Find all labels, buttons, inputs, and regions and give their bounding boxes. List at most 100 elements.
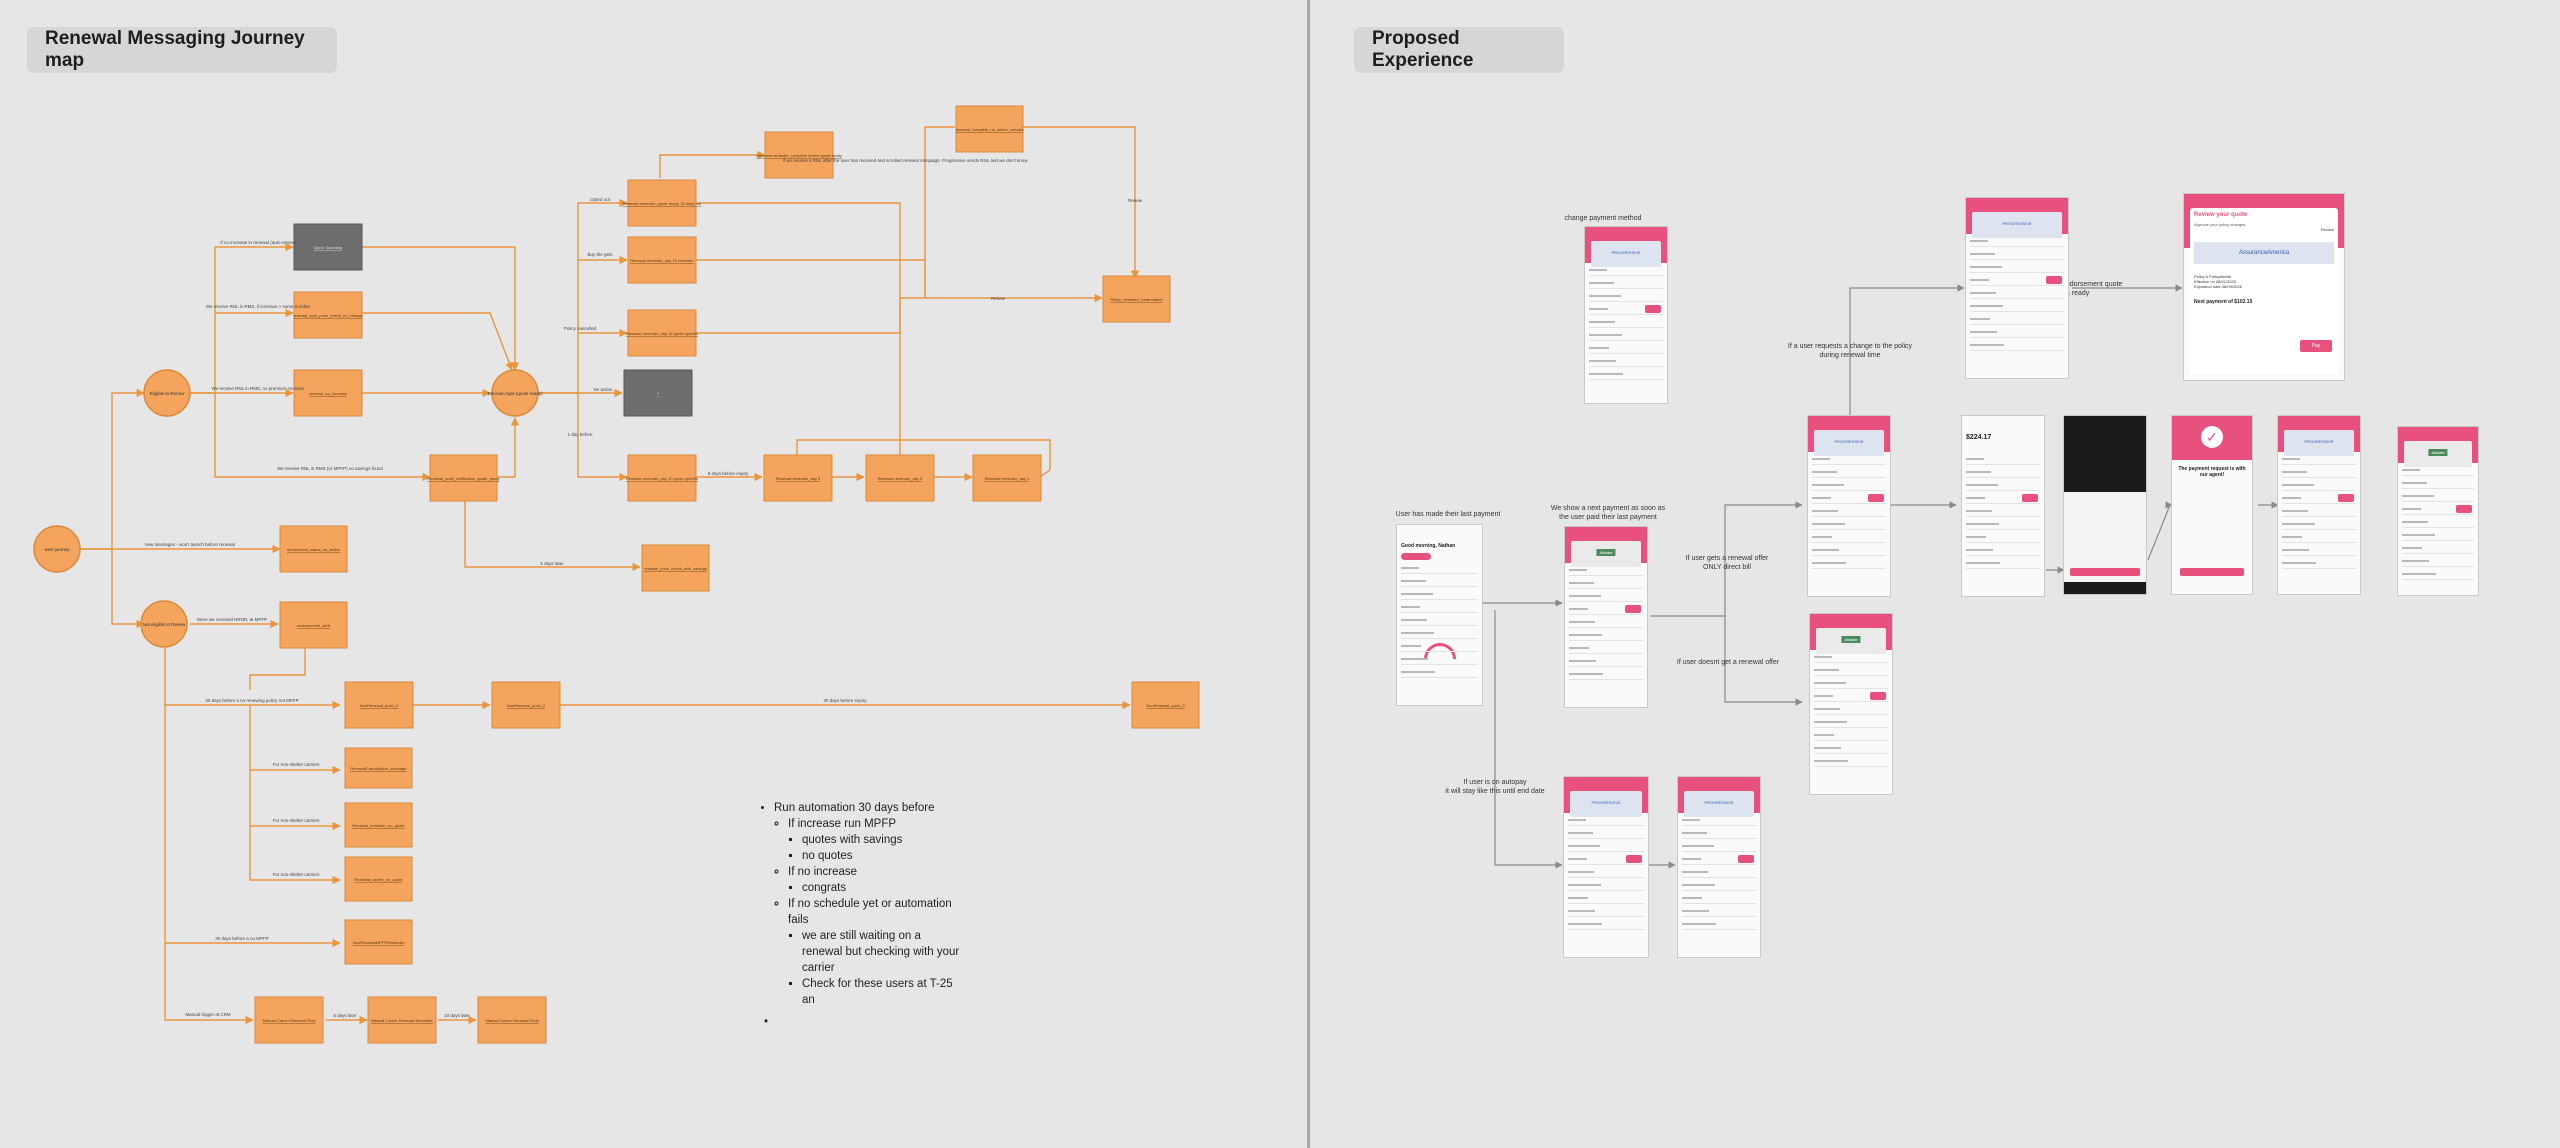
- journey-box-label: RenewalCancellation_coverage: [350, 766, 407, 771]
- journey-circle-label: user journey: [45, 547, 71, 552]
- journey-box-label: Renewal_reminder_no_quote: [352, 823, 405, 828]
- note-item: congrats: [802, 880, 960, 896]
- journey-box-label: Manual Carrier Renewal Flow: [263, 1018, 316, 1023]
- note-item: If no increase congrats: [788, 864, 960, 896]
- journey-box-label: Renewal reminder_day 15 reminder: [630, 258, 694, 263]
- journey-box-label: nonrenewal_status_no_action: [287, 547, 340, 552]
- note-text: no quotes: [802, 850, 853, 862]
- journey-boxes: Quick Scanning renewal_auto_price_check_n…: [254, 105, 1200, 1044]
- phone-screen[interactable]: PROGRESSIVE: [1585, 227, 1667, 403]
- journey-box-label: ?: [657, 391, 660, 396]
- phone-screen[interactable]: PROGRESSIVE: [1678, 777, 1760, 957]
- journey-box[interactable]: [627, 454, 697, 502]
- journey-circle-label: Decision type (quote ready): [487, 391, 543, 396]
- journey-box[interactable]: [293, 223, 363, 271]
- journey-box[interactable]: [641, 544, 710, 592]
- carrier-logo: Allstate: [2428, 449, 2448, 456]
- journey-box-label: Quick Scanning: [314, 245, 342, 250]
- note-item: we are still waiting on a renewal but ch…: [802, 928, 960, 976]
- left-section-title: Renewal Messaging Journey map: [27, 27, 337, 73]
- edge-label: 1 day before: [567, 432, 593, 437]
- journey-box[interactable]: [293, 369, 363, 417]
- phone-screen[interactable]: Allstate: [1810, 614, 1892, 794]
- journey-box[interactable]: [254, 996, 324, 1044]
- journey-box[interactable]: [955, 105, 1024, 153]
- phone-screen[interactable]: PROGRESSIVE: [1966, 198, 2068, 378]
- journey-box[interactable]: [279, 601, 348, 649]
- journey-edges: [58, 126, 1140, 1025]
- phone-screen[interactable]: Allstate: [1565, 527, 1647, 707]
- journey-box[interactable]: [367, 996, 437, 1044]
- journey-box[interactable]: [344, 856, 413, 902]
- journey-box[interactable]: [477, 996, 547, 1044]
- note-text: If increase run MPFP: [788, 818, 897, 830]
- journey-box[interactable]: [344, 747, 413, 789]
- journey-box[interactable]: [627, 236, 697, 284]
- journey-box-label: renewal_no_increase: [309, 391, 348, 396]
- journey-box-label: Renewal reminder_day 1: [985, 476, 1030, 481]
- check-icon: ✓: [2201, 426, 2223, 448]
- review-policy: Policy # Policy#####: [2194, 274, 2231, 279]
- label-last-payment: User has made their last payment: [1396, 511, 1501, 518]
- edge-label: Manual trigger at CRM: [185, 1012, 231, 1017]
- phone-screen[interactable]: PROGRESSIVE: [2278, 416, 2360, 594]
- journey-box[interactable]: [429, 454, 498, 502]
- journey-box[interactable]: [491, 681, 561, 729]
- review-changes: Approve your policy changes: [2194, 222, 2246, 227]
- journey-box[interactable]: [344, 802, 413, 848]
- journey-box[interactable]: [764, 131, 834, 179]
- journey-box[interactable]: [763, 454, 833, 502]
- label-no-renewal-offer: If user doesnt get a renewal offer: [1677, 659, 1780, 666]
- journey-box-label: renewal_price_check_with_savings: [644, 566, 707, 571]
- note-text: Check for these users at T-25 an: [802, 978, 953, 1006]
- edge-label: We receive RNL in RMS (or MPFP) no savin…: [277, 466, 383, 471]
- journey-box[interactable]: [627, 179, 697, 227]
- journey-box[interactable]: [344, 919, 413, 965]
- success-message: The payment request is with our agent!: [2178, 466, 2246, 478]
- journey-box[interactable]: [1102, 275, 1171, 323]
- journey-box[interactable]: [279, 525, 348, 573]
- edge-label: 30 days before a no MPFP: [215, 936, 269, 941]
- journey-box[interactable]: [1131, 681, 1200, 729]
- journey-circle-decision: [491, 369, 539, 417]
- carrier-logo: PROGRESSIVE: [1704, 800, 1734, 805]
- journey-box-label: renewal_auto_price_check_no_change: [293, 313, 363, 318]
- proposed-labels: change payment method User has made thei…: [1396, 215, 2123, 795]
- review-carrier: AssuranceAmerica: [2194, 242, 2334, 264]
- phone-screen[interactable]: ✓ The payment request is with our agent!: [2172, 416, 2252, 594]
- greeting: Good morning, Nathan: [1401, 543, 1456, 549]
- journey-box[interactable]: [623, 369, 693, 417]
- phone-screen[interactable]: $224.17: [1962, 416, 2044, 596]
- edge-label: Opted out: [590, 197, 611, 202]
- phone-screen[interactable]: PROGRESSIVE: [1564, 777, 1648, 957]
- journey-circle-start: [33, 525, 81, 573]
- automation-notes: Run automation 30 days before If increas…: [760, 800, 960, 1030]
- edge-label: Policy cancelled: [564, 326, 597, 331]
- phone-screen[interactable]: Good morning, Nathan: [1397, 525, 1482, 705]
- journey-circle-eligible: [143, 369, 191, 417]
- review-effective: Effective on 08/01/2025: [2194, 279, 2236, 284]
- edge-label: For non-shelter carriers: [273, 872, 321, 877]
- edge-label: We receive RNL in RMS, no premium increa…: [211, 386, 305, 391]
- journey-box-label: Manual Carrier Renewal Reminder: [371, 1018, 433, 1023]
- review-expiration: Expiration date 08/09/2026: [2194, 284, 2242, 289]
- phone-screen[interactable]: Allstate: [2398, 427, 2478, 595]
- pay-button[interactable]: Pay: [2300, 340, 2332, 352]
- journey-box[interactable]: [972, 454, 1042, 502]
- carrier-logo: PROGRESSIVE: [2002, 221, 2032, 226]
- journey-box[interactable]: [293, 291, 363, 339]
- carrier-logo: PROGRESSIVE: [1834, 439, 1864, 444]
- journey-box[interactable]: [865, 454, 935, 502]
- label-change-payment: change payment method: [1564, 215, 1641, 222]
- phone-screen[interactable]: [2064, 416, 2146, 594]
- note-item: If no schedule yet or automation fails w…: [788, 896, 960, 1008]
- edge-label: Buy the gets: [587, 252, 613, 257]
- note-item: Check for these users at T-25 an: [802, 976, 960, 1008]
- journey-box[interactable]: [627, 309, 697, 357]
- phone-screen[interactable]: PROGRESSIVE: [1808, 416, 1890, 596]
- edge-label: 5 days before expiry: [708, 471, 749, 476]
- journey-box[interactable]: [344, 681, 414, 729]
